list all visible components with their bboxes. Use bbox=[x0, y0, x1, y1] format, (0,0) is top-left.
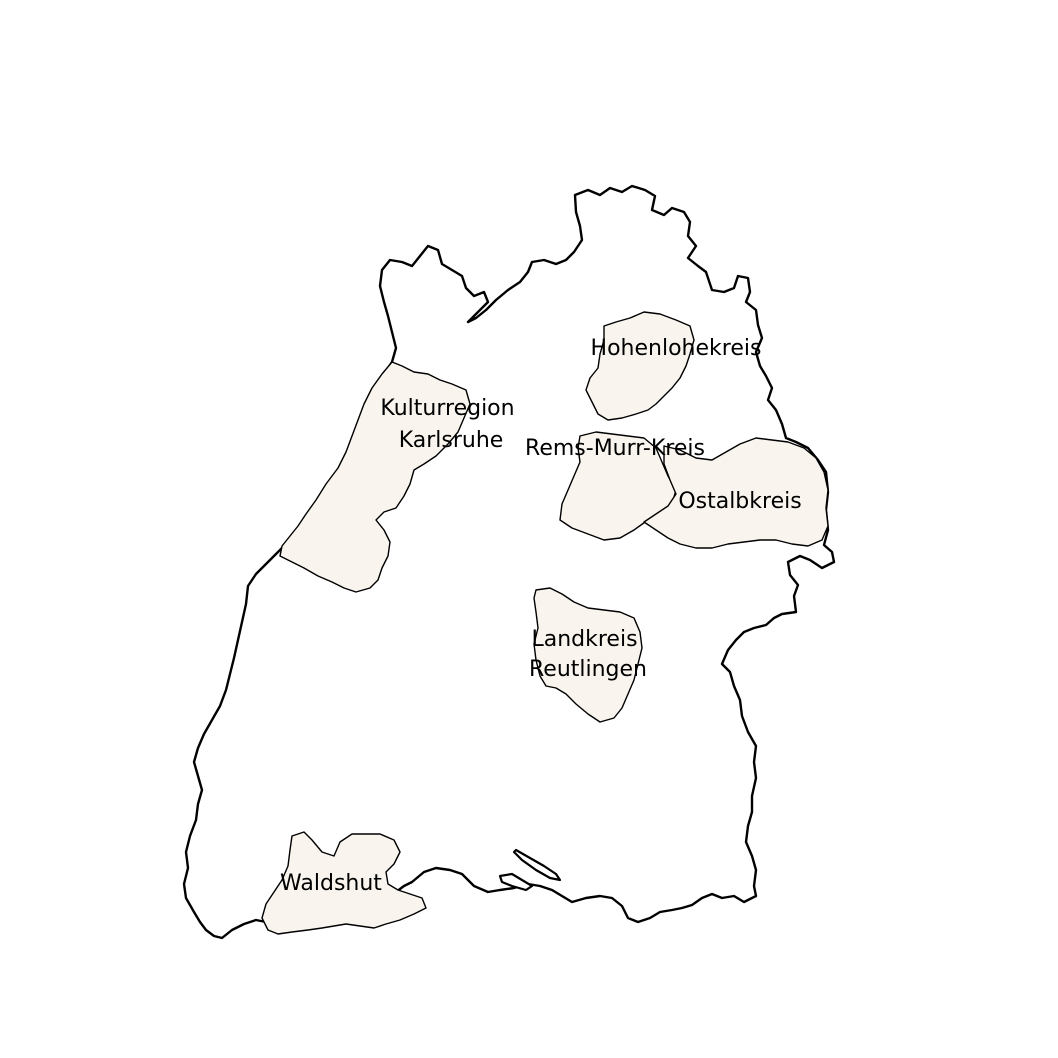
region-kulturregion-karlsruhe[interactable] bbox=[279, 361, 471, 593]
lake-constance-island bbox=[498, 872, 534, 892]
label-hohenlohekreis: Hohenlohekreis bbox=[591, 336, 762, 361]
label-landkreis-reutlingen: Landkreis Reutlingen bbox=[529, 627, 647, 682]
label-kulturregion-karlsruhe: Kulturregion Karlsruhe bbox=[380, 396, 521, 453]
label-ostalbkreis: Ostalbkreis bbox=[678, 489, 801, 514]
state-outline bbox=[182, 184, 836, 940]
region-ostalbkreis[interactable] bbox=[643, 437, 829, 549]
lake-constance-outline bbox=[512, 848, 562, 882]
region-rems-murr-kreis[interactable] bbox=[559, 431, 677, 541]
region-hohenlohekreis[interactable] bbox=[585, 311, 695, 421]
label-waldshut: Waldshut bbox=[280, 871, 382, 896]
region-waldshut[interactable] bbox=[261, 831, 427, 935]
region-landkreis-reutlingen[interactable] bbox=[533, 587, 643, 723]
label-rems-murr-kreis: Rems-Murr-Kreis bbox=[525, 436, 705, 461]
